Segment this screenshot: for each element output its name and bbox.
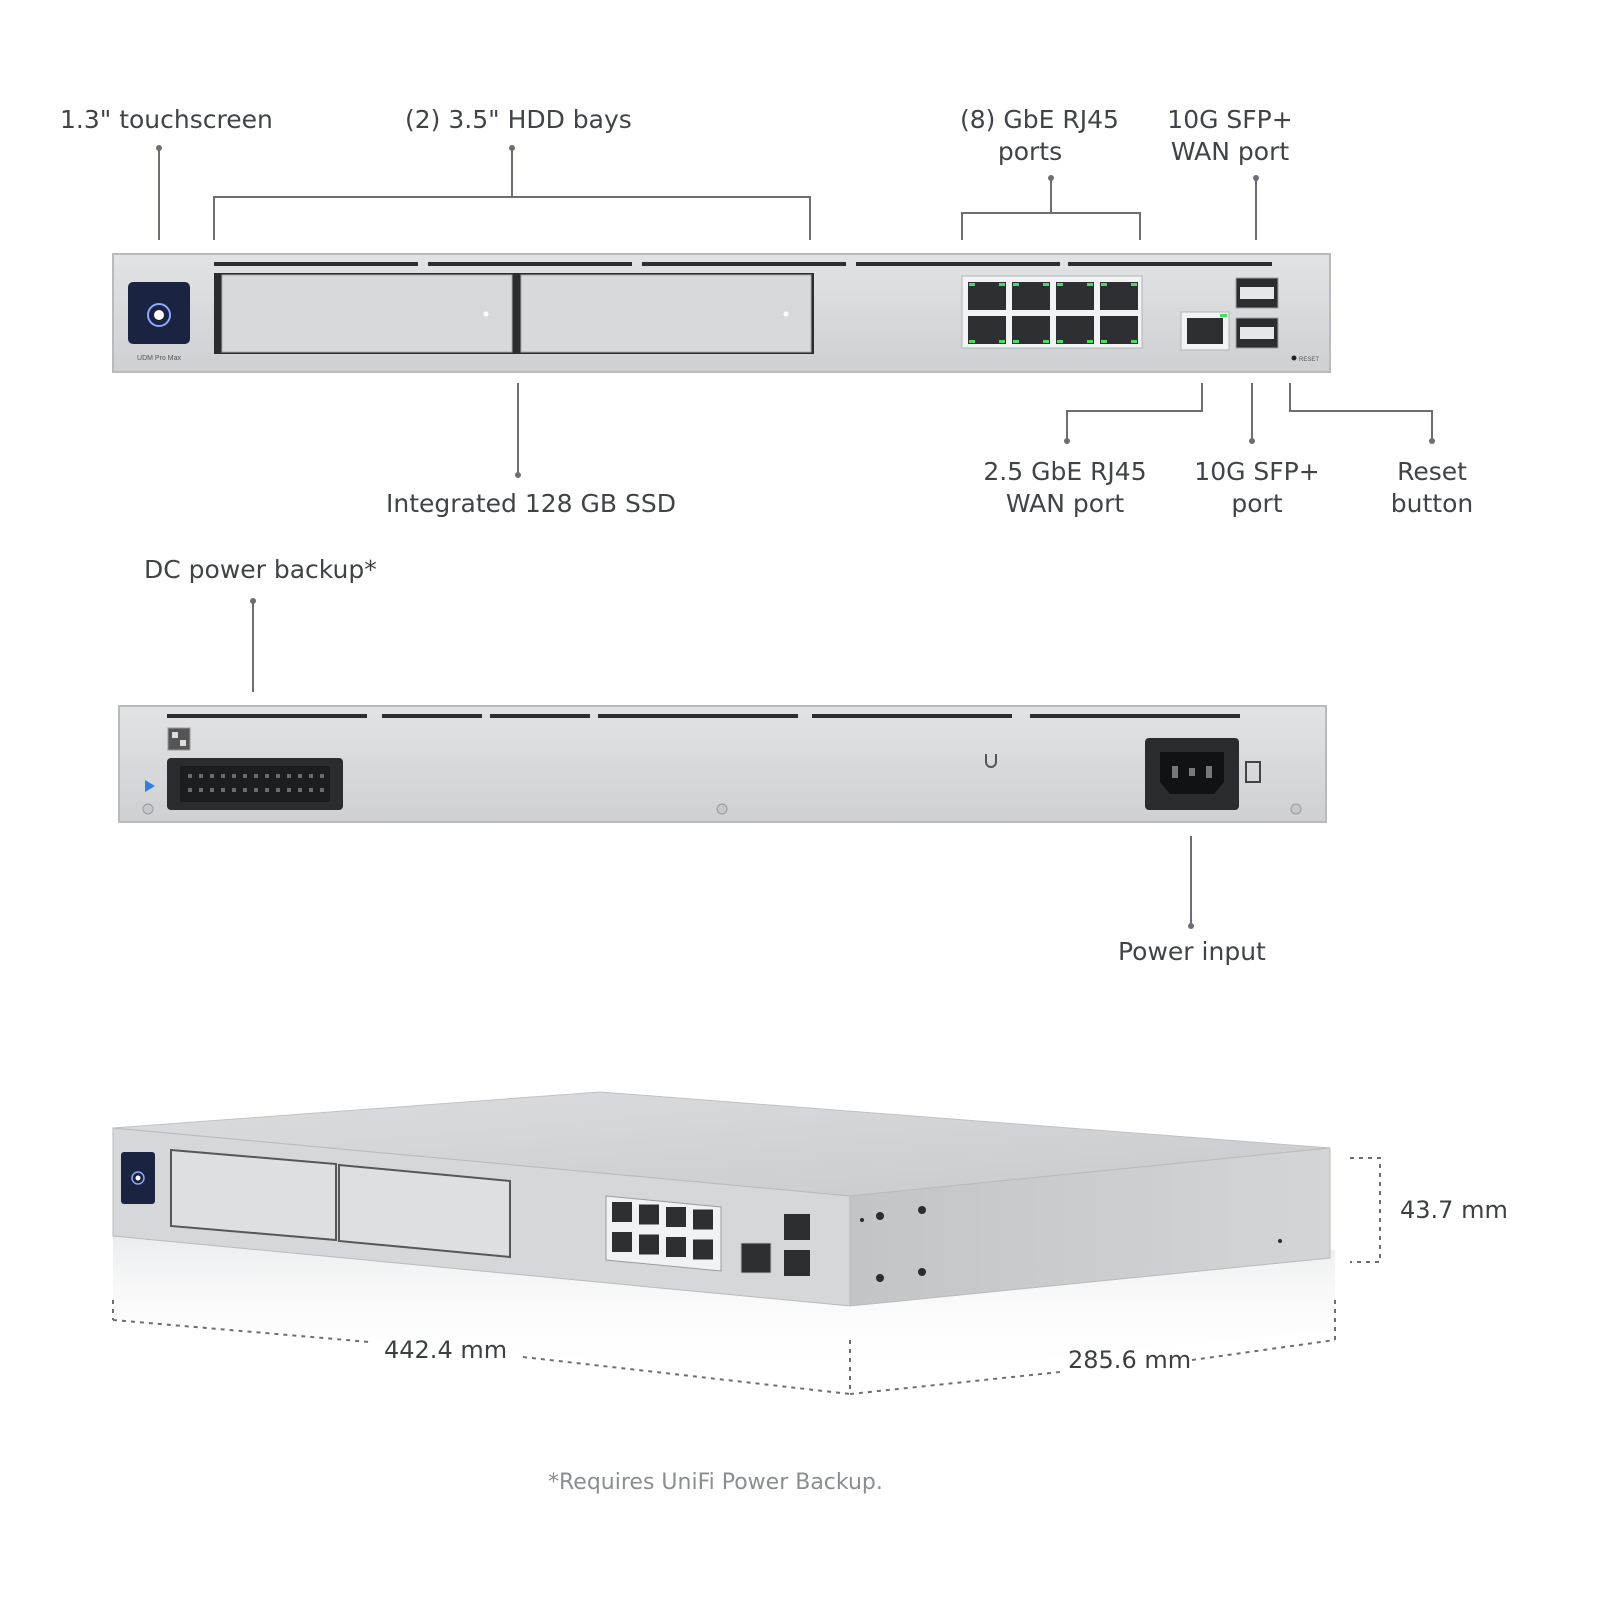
width-dimension: 442.4 mm [384, 1336, 508, 1364]
front-leader-lines [158, 148, 1433, 475]
wan25-line1: 2.5 GbE RJ45 [983, 457, 1147, 486]
iso-rj45-port [639, 1204, 659, 1225]
sfp-port-label: 10G SFP+ port [1192, 456, 1322, 520]
reset-text: RESET [1299, 357, 1319, 363]
dc-backup-label: DC power backup* [144, 554, 377, 586]
status-arrow [145, 780, 155, 792]
rj45-port [1056, 316, 1094, 344]
rj45-port [1056, 282, 1094, 310]
reset-hole [1291, 355, 1297, 361]
hdd-bay-1 [214, 273, 514, 354]
rj45-ports-line1: (8) GbE RJ45 [960, 105, 1119, 134]
iso-rj45-port [612, 1232, 632, 1252]
iso-rj45-port [612, 1202, 632, 1222]
footnote: *Requires UniFi Power Backup. [548, 1470, 883, 1495]
rj45-port [1100, 282, 1138, 310]
iso-rj45-port [693, 1209, 713, 1230]
ubiquiti-logo [985, 754, 997, 768]
hdd-bay-2 [514, 273, 814, 354]
iso-rj45-port [666, 1237, 686, 1257]
wan-25g-port [1180, 311, 1230, 351]
power-input-socket [1145, 738, 1261, 810]
sfp-ports [1235, 277, 1279, 349]
sfp-wan-line1: 10G SFP+ [1167, 105, 1293, 134]
front-leader-dots [156, 145, 1435, 478]
ssd-text: Integrated 128 GB SSD [386, 489, 676, 518]
sfp-wan-label: 10G SFP+ WAN port [1165, 104, 1295, 168]
device-model-label: UDM Pro Max [137, 355, 181, 362]
dc-backup-connector [167, 758, 343, 810]
hdd-bays-label: (2) 3.5" HDD bays [405, 104, 632, 136]
touchscreen-label: 1.3" touchscreen [60, 104, 273, 136]
iso-rj45-port [666, 1207, 686, 1227]
front-chassis: UDM Pro Max RESET [112, 253, 1331, 373]
rj45-port [1100, 316, 1138, 344]
rear-chassis [118, 705, 1327, 823]
dc-backup-text: DC power backup* [144, 555, 377, 584]
touchscreen-text: 1.3" touchscreen [60, 105, 273, 134]
rj45-ports-label: (8) GbE RJ45 ports [960, 104, 1119, 168]
depth-dimension: 285.6 mm [1068, 1346, 1192, 1374]
rj45-ports-line2: ports [997, 137, 1063, 166]
qr-code [167, 727, 191, 751]
wan25-label: 2.5 GbE RJ45 WAN port [980, 456, 1150, 520]
wan25-line2: WAN port [1005, 489, 1125, 518]
rj45-port [1012, 282, 1050, 310]
iso-rj45-port [693, 1239, 713, 1260]
rj45-port [968, 316, 1006, 344]
power-input-text: Power input [1118, 937, 1266, 966]
sfp-port-line2: port [1231, 489, 1283, 518]
sfp-port-line1: 10G SFP+ [1194, 457, 1320, 486]
rj45-port [968, 282, 1006, 310]
rj45-port [1012, 316, 1050, 344]
reset-label: Reset button [1382, 456, 1482, 520]
rear-leader-lines [252, 601, 1192, 926]
height-dimension: 43.7 mm [1400, 1196, 1508, 1224]
iso-rj45-port [639, 1234, 659, 1255]
hdd-bays-text: (2) 3.5" HDD bays [405, 105, 632, 134]
ssd-label: Integrated 128 GB SSD [386, 488, 676, 520]
iso-view [112, 1091, 1335, 1380]
power-input-label: Power input [1118, 936, 1266, 968]
dimension-lines [112, 1157, 1381, 1395]
iso-side [849, 1147, 1331, 1307]
reset-line1: Reset [1397, 457, 1467, 486]
rj45-port-grid [961, 275, 1143, 349]
reset-line2: button [1390, 489, 1474, 518]
sfp-wan-line2: WAN port [1170, 137, 1290, 166]
